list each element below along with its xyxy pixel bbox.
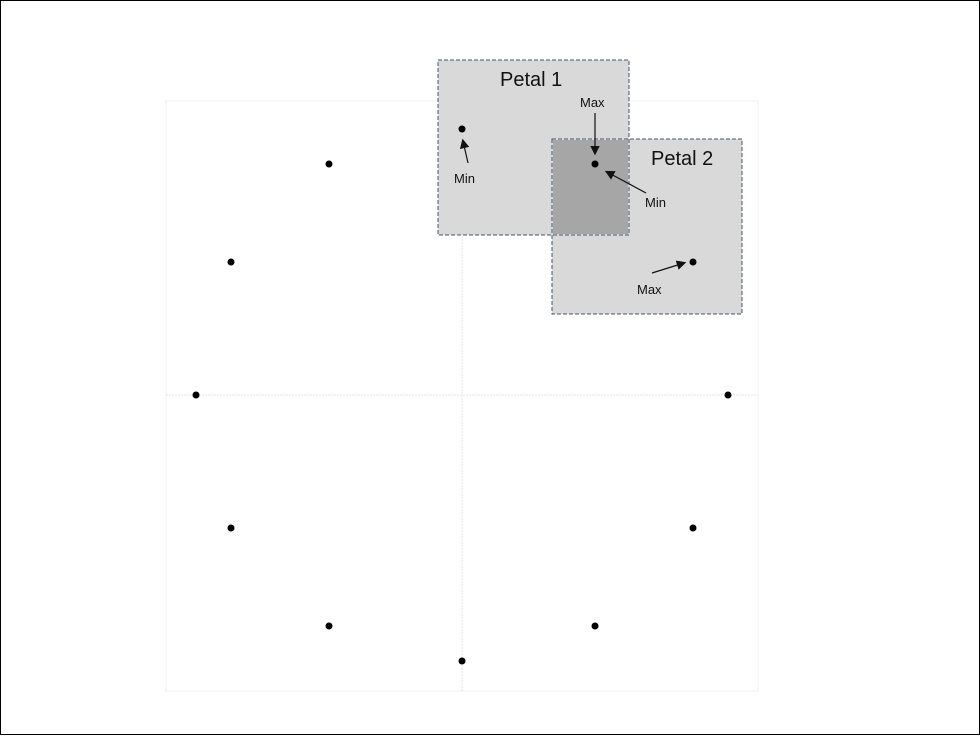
data-point — [325, 622, 333, 630]
data-point — [689, 258, 697, 266]
data-point — [325, 160, 333, 168]
data-point — [458, 125, 466, 133]
petal-overlap — [553, 140, 628, 234]
petal-2-min-arrow — [604, 170, 647, 194]
data-point — [591, 622, 599, 630]
data-point — [689, 524, 697, 532]
data-point — [458, 657, 466, 665]
petal-1-title: Petal 1 — [500, 69, 562, 91]
data-point — [227, 524, 235, 532]
petal-1-min-arrow — [459, 138, 470, 164]
data-point — [227, 258, 235, 266]
data-point — [591, 160, 599, 168]
petal-2-max-arrow — [651, 260, 687, 274]
petal-2-title: Petal 2 — [651, 148, 713, 170]
petal-2-max-label: Max — [637, 282, 662, 297]
petal-1-max-label: Max — [580, 95, 605, 110]
petal-2-min-label: Min — [645, 195, 666, 210]
data-point — [192, 391, 200, 399]
petal-1-min-label: Min — [454, 171, 475, 186]
data-point — [724, 391, 732, 399]
